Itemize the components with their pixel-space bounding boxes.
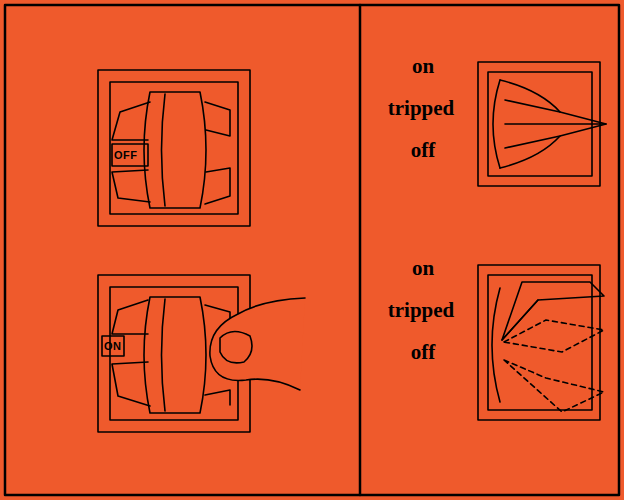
label-window (102, 336, 124, 356)
switch-plate (478, 265, 600, 420)
handle-bottom (500, 136, 560, 168)
lever-lower (112, 362, 150, 406)
switch-label: OFF (114, 150, 138, 161)
label-window (112, 144, 148, 166)
position-label: off (411, 140, 436, 161)
lever-tripped (504, 320, 604, 352)
breaker-tripped-switch (478, 62, 606, 186)
recess-upper (205, 102, 230, 136)
lever-off (504, 360, 604, 412)
breaker-off-switch (98, 70, 250, 226)
breaker-positions-switch (478, 265, 604, 420)
position-label: on (412, 56, 434, 77)
position-label: tripped (388, 98, 455, 119)
lever-ridge (505, 123, 606, 125)
switch-opening (110, 82, 238, 214)
toggle-handle (144, 92, 206, 208)
lever-lower (112, 170, 150, 202)
handle-edge (162, 94, 166, 206)
switch-label: ON (104, 341, 122, 352)
lever (505, 100, 606, 148)
recess-lower (205, 390, 230, 405)
lever-on (502, 282, 604, 340)
outer-frame (5, 5, 619, 495)
toggle-handle (492, 288, 500, 402)
breaker-on-switch (98, 275, 305, 432)
lever-upper (112, 102, 150, 140)
finger (210, 298, 305, 390)
position-label: on (412, 258, 434, 279)
switch-plate (98, 70, 250, 226)
toggle-handle (493, 80, 500, 168)
panel-divider (359, 5, 362, 495)
position-label: off (411, 342, 436, 363)
recess-lower (205, 168, 230, 204)
toggle-handle (144, 297, 206, 413)
lever-upper (112, 300, 148, 334)
handle-edge (162, 299, 166, 411)
handle-top (500, 80, 560, 112)
fingernail (220, 331, 252, 362)
position-label: tripped (388, 300, 455, 321)
